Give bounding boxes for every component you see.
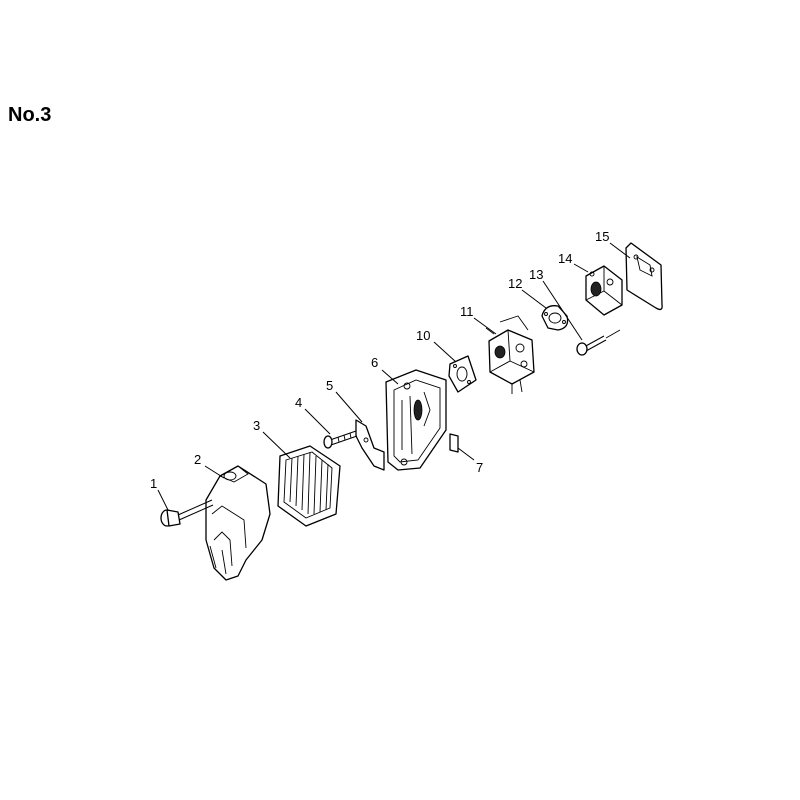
callout-7: 7 xyxy=(476,460,483,475)
part-13-bolt xyxy=(576,329,621,356)
part-1-bolt xyxy=(160,499,214,527)
callout-13: 13 xyxy=(529,267,543,282)
part-11-carburetor xyxy=(485,315,535,394)
part-3-air-filter xyxy=(277,445,341,527)
part-15-gasket xyxy=(625,242,663,311)
callout-4: 4 xyxy=(295,395,302,410)
part-2-cover xyxy=(205,465,271,581)
callout-14: 14 xyxy=(558,251,572,266)
part-10-gasket xyxy=(448,355,477,393)
part-4-bolt xyxy=(323,430,358,449)
callout-3: 3 xyxy=(253,418,260,433)
page-title: No.3 xyxy=(8,104,52,126)
part-14-insulator xyxy=(585,265,623,316)
part-5-bracket xyxy=(355,419,385,471)
callout-11: 11 xyxy=(460,304,474,319)
part-6-air-cleaner-base xyxy=(385,369,447,471)
callout-1: 1 xyxy=(150,476,157,491)
callout-2: 2 xyxy=(194,452,201,467)
part-12-gasket xyxy=(541,305,569,331)
callout-15: 15 xyxy=(595,229,609,244)
callout-6: 6 xyxy=(371,355,378,370)
callout-labels: 1 2 3 4 5 6 7 10 11 12 13 14 15 xyxy=(150,229,609,491)
leader-lines xyxy=(157,242,631,511)
callout-10: 10 xyxy=(416,328,430,343)
callout-12: 12 xyxy=(508,276,522,291)
part-7-plate xyxy=(449,433,459,453)
callout-5: 5 xyxy=(326,378,333,393)
